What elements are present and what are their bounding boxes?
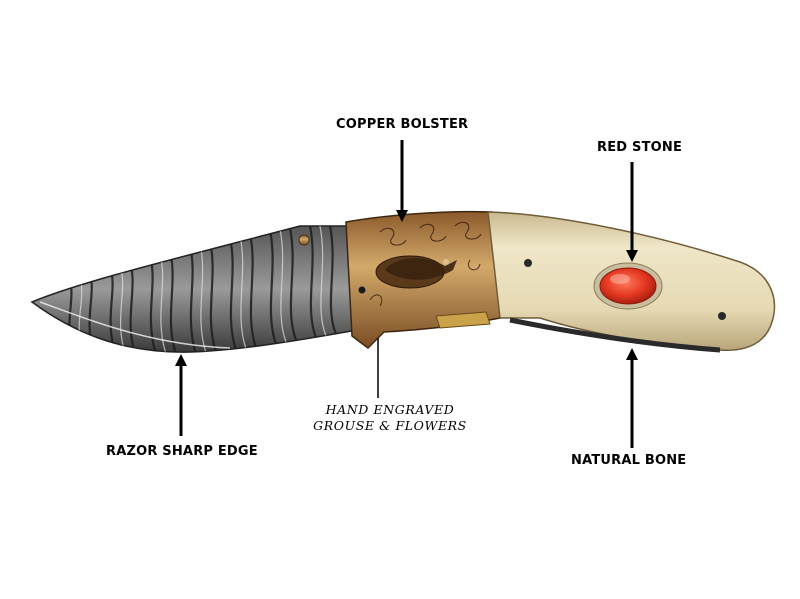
label-copper-bolster: COPPER BOLSTER xyxy=(336,117,469,132)
copper-bolster xyxy=(345,210,501,349)
red-stone-inlay xyxy=(599,267,657,305)
label-natural-bone: NATURAL BONE xyxy=(571,453,687,468)
label-hand-engraved-line1: HAND ENGRAVED xyxy=(325,402,455,417)
label-hand-engraved: HAND ENGRAVED GROUSE & FLOWERS xyxy=(300,402,480,434)
callout-arrows xyxy=(175,140,638,448)
bone-handle xyxy=(487,211,776,353)
label-red-stone: RED STONE xyxy=(597,140,683,155)
label-razor-sharp-edge: RAZOR SHARP EDGE xyxy=(106,444,258,459)
damascus-blade xyxy=(30,225,359,353)
label-hand-engraved-line2: GROUSE & FLOWERS xyxy=(313,418,467,433)
